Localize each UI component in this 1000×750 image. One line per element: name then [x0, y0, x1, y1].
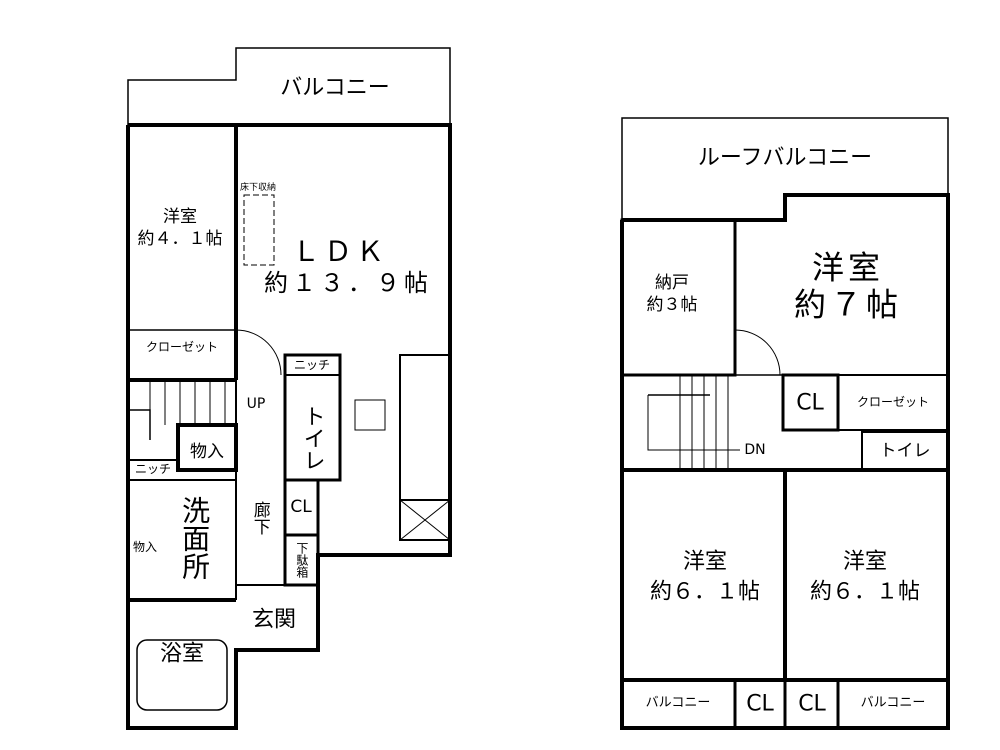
ldk-size: 約１３．９帖 — [264, 269, 432, 298]
western-room-right-size: 約６．１帖 — [809, 579, 921, 605]
balcony-left-label: バルコニー — [645, 695, 711, 711]
floor1-walls — [126, 47, 452, 730]
toilet-label: トイレ — [879, 441, 931, 462]
western-room-left-size: 約６．１帖 — [649, 579, 761, 605]
balcony-right-label: バルコニー — [860, 695, 926, 711]
closet-label: クローゼット — [145, 340, 219, 355]
toilet-label: トイレ — [299, 405, 325, 471]
hallway-label: 廊下 — [249, 501, 270, 535]
cl-label: CL — [796, 390, 824, 416]
western-room-size: 約４．１帖 — [137, 229, 223, 250]
cl-left-label: CL — [746, 691, 774, 717]
storeroom-name: 納戸 — [655, 273, 689, 294]
western-room-right-name: 洋室 — [842, 549, 888, 575]
western-room-name: 洋室 — [163, 207, 197, 228]
closet-label: クローゼット — [856, 395, 930, 410]
storage-label: 物入 — [190, 442, 224, 463]
roof-balcony-label: ルーフバルコニー — [697, 145, 873, 171]
western-room-large-size: 約７帖 — [793, 285, 903, 324]
shoe-box-label: 下駄箱 — [294, 542, 309, 578]
ldk-name: ＬＤＫ — [291, 234, 389, 268]
underfloor-storage-label: 床下収納 — [239, 182, 277, 193]
cl-label: CL — [290, 497, 312, 518]
stairs-up-label: UP — [246, 395, 266, 412]
niche-toilet-label: ニッチ — [293, 358, 331, 373]
bathroom-label: 浴室 — [159, 641, 205, 667]
niche-left-label: ニッチ — [134, 462, 172, 477]
western-room-large-name: 洋室 — [811, 248, 885, 287]
western-room-left-name: 洋室 — [682, 549, 728, 575]
storeroom-size: 約３帖 — [646, 295, 698, 316]
balcony-label: バルコニー — [280, 75, 390, 101]
stairs-down-label: DN — [744, 441, 766, 458]
floor2-walls — [620, 117, 950, 730]
entrance-label: 玄関 — [251, 607, 297, 633]
washroom-label: 洗面所 — [178, 496, 212, 580]
cl-right-label: CL — [798, 691, 826, 717]
small-storage-label: 物入 — [132, 540, 158, 555]
